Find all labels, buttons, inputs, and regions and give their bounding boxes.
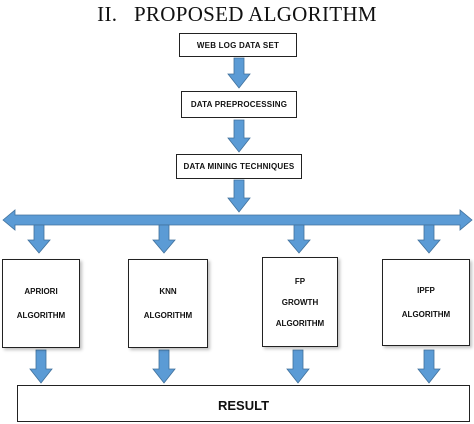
- knn-label-line-2: ALGORITHM: [143, 310, 193, 320]
- result-label: RESULT: [217, 398, 270, 413]
- apriori-algorithm-box: APRIORI ALGORITHM: [2, 259, 80, 348]
- arrow-mining-to-bus: [227, 179, 251, 213]
- arrow-weblog-to-preprocessing: [227, 57, 251, 89]
- arrow-bus-to-ipfp: [417, 224, 441, 254]
- weblog-dataset-label: WEB LOG DATA SET: [196, 40, 280, 50]
- arrow-bus-to-apriori: [27, 224, 51, 254]
- horizontal-distribution-arrow: [2, 209, 473, 231]
- apriori-label-line-1: APRIORI: [24, 286, 58, 296]
- fp-growth-label-line-1: FP: [294, 276, 306, 286]
- arrow-fp-growth-to-result: [286, 349, 310, 384]
- fp-growth-label-line-2: GROWTH: [281, 297, 319, 307]
- section-heading: II. PROPOSED ALGORITHM: [97, 2, 377, 26]
- arrow-apriori-to-result: [29, 349, 53, 384]
- data-mining-techniques-box: DATA MINING TECHNIQUES: [176, 154, 302, 179]
- result-box: RESULT: [17, 385, 470, 422]
- ipfp-algorithm-box: IPFP ALGORITHM: [382, 259, 470, 346]
- weblog-dataset-box: WEB LOG DATA SET: [179, 33, 297, 57]
- arrow-ipfp-to-result: [417, 349, 441, 384]
- knn-algorithm-box: KNN ALGORITHM: [128, 259, 208, 348]
- ipfp-label-line-1: IPFP: [417, 285, 435, 295]
- data-preprocessing-box: DATA PREPROCESSING: [181, 91, 297, 118]
- fp-growth-label-line-3: ALGORITHM: [275, 318, 325, 328]
- arrow-preprocessing-to-mining: [227, 119, 251, 153]
- data-mining-techniques-label: DATA MINING TECHNIQUES: [183, 162, 295, 171]
- knn-label-line-1: KNN: [159, 286, 177, 296]
- arrow-bus-to-fp-growth: [287, 224, 311, 254]
- data-preprocessing-label: DATA PREPROCESSING: [190, 100, 288, 109]
- arrow-knn-to-result: [152, 349, 176, 384]
- fp-growth-algorithm-box: FP GROWTH ALGORITHM: [262, 257, 338, 347]
- apriori-label-line-2: ALGORITHM: [16, 310, 66, 320]
- ipfp-label-line-2: ALGORITHM: [401, 309, 451, 319]
- arrow-bus-to-knn: [152, 224, 176, 254]
